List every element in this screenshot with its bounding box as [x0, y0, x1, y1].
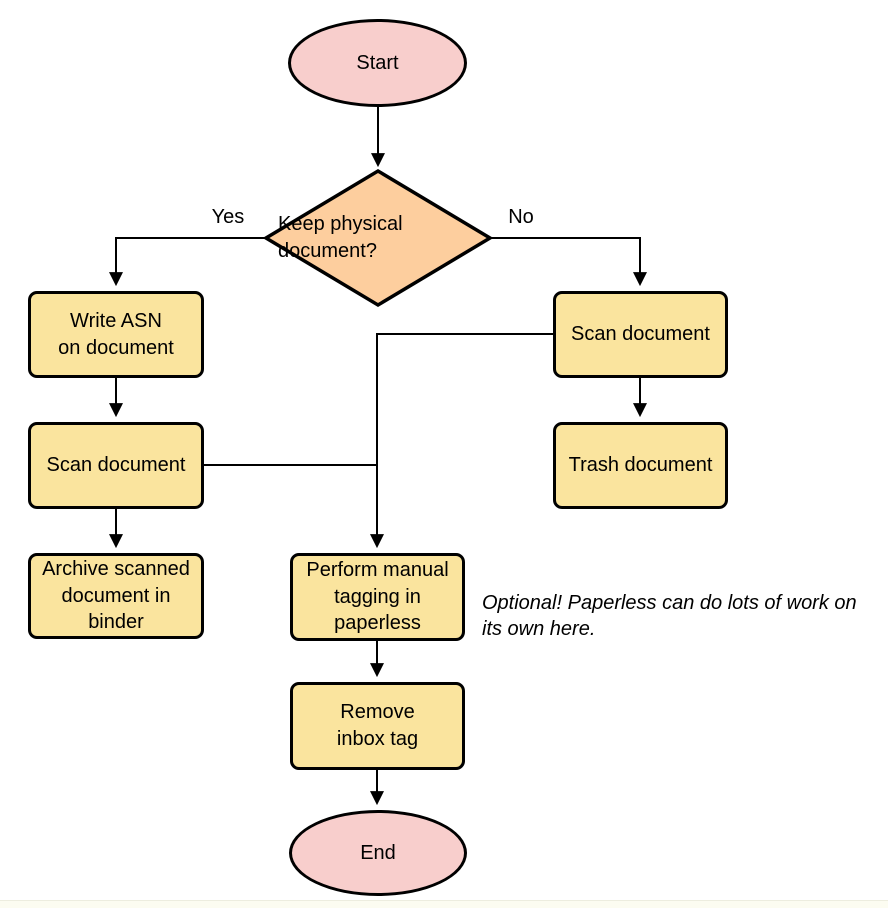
- manual-tagging-node: Perform manual tagging in paperless: [290, 553, 465, 641]
- decision-node-label: Keep physical document?: [278, 213, 403, 262]
- trash-document-node: Trash document: [553, 422, 728, 509]
- scan-document-right-node-label: Scan document: [571, 323, 710, 346]
- write-asn-node: Write ASN on document: [28, 291, 204, 378]
- start-node-label: Start: [356, 51, 399, 74]
- manual-tagging-node-label: Perform manual tagging in paperless: [306, 559, 449, 635]
- scan-document-right-node: Scan document: [553, 291, 728, 378]
- edge-decision-no-to-scan-right: [490, 237, 647, 287]
- bottom-strip: [0, 900, 888, 908]
- archive-node-label: Archive scanned document in binder: [42, 558, 190, 634]
- edge-scan-right-to-tagging: [370, 333, 553, 549]
- optional-note: Optional! Paperless can do lots of work …: [482, 592, 857, 640]
- remove-inbox-tag-node: Remove inbox tag: [290, 682, 465, 770]
- archive-node: Archive scanned document in binder: [28, 553, 204, 639]
- start-node: Start: [288, 19, 467, 107]
- scan-document-left-node: Scan document: [28, 422, 204, 509]
- edge-label-yes: Yes: [211, 206, 245, 228]
- trash-document-node-label: Trash document: [568, 454, 713, 477]
- decision-node: Keep physical document?: [278, 206, 478, 270]
- decision-diamond-shape: [262, 168, 494, 308]
- edge-label-no: No: [508, 206, 534, 228]
- end-node-label: End: [360, 841, 396, 864]
- remove-inbox-tag-node-label: Remove inbox tag: [336, 701, 419, 750]
- end-node: End: [289, 810, 467, 896]
- edge-decision-yes-to-write-asn: [109, 237, 266, 287]
- scan-document-left-node-label: Scan document: [46, 454, 186, 477]
- write-asn-node-label: Write ASN on document: [58, 309, 174, 359]
